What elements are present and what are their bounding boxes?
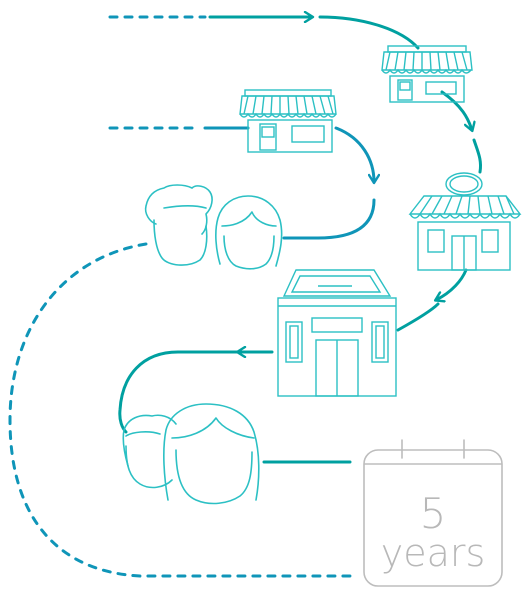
couple-icon	[144, 184, 283, 270]
line-into-shop-two	[472, 138, 482, 174]
storefront-awning-icon	[381, 45, 473, 103]
curve-shop-to-couple	[334, 126, 374, 182]
arrow-shop-two-to-building	[436, 268, 468, 300]
curve-to-shop-one	[318, 15, 420, 50]
storefront-awning-icon	[239, 89, 337, 153]
office-building-icon	[277, 269, 397, 397]
line-building-right	[396, 302, 440, 332]
curve-couple-return	[282, 198, 376, 240]
curve-to-lower-couple	[118, 350, 242, 434]
couple-icon	[122, 403, 260, 505]
calendar-number: 5	[420, 489, 447, 538]
flow-connectors	[8, 15, 482, 578]
return-dashed-loop	[8, 242, 354, 578]
arrow-shop-one-to-shop-two	[440, 90, 472, 130]
calendar-unit: years	[381, 531, 486, 575]
storefront-sign-icon	[408, 172, 522, 271]
calendar-icon	[363, 439, 503, 587]
